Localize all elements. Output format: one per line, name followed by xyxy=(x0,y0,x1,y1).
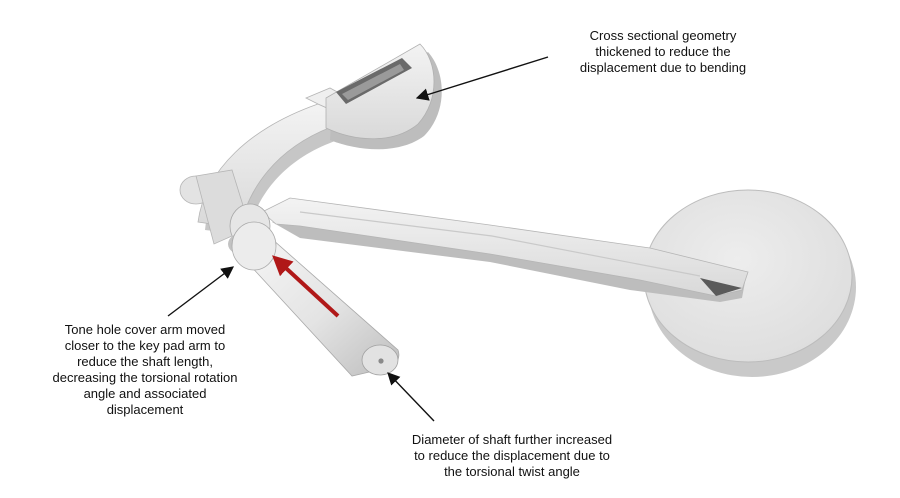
leader-arrow-bending xyxy=(415,56,549,101)
callout-bending-line: displacement due to bending xyxy=(579,60,747,75)
key-pad-arm-tip xyxy=(700,278,742,296)
callout-bending-line: Cross sectional geometry xyxy=(589,28,737,43)
callout-tone-hole-line: displacement xyxy=(106,402,184,417)
shaft-collar xyxy=(231,221,277,271)
callout-shaft-line: Diameter of shaft further increased xyxy=(411,432,613,447)
callout-tone-hole-line: Tone hole cover arm moved xyxy=(64,322,226,337)
cup-slot-inner xyxy=(342,64,404,100)
shaft-length-arrow xyxy=(272,255,340,318)
callout-tone-hole-line: angle and associated xyxy=(83,386,207,401)
callout-tone-hole: Tone hole cover arm moved closer to the … xyxy=(20,322,270,418)
key-pad-arm xyxy=(261,197,749,302)
callout-bending: Cross sectional geometry thickened to re… xyxy=(548,28,778,76)
callout-bending-line: thickened to reduce the xyxy=(595,44,731,59)
key-pad-arm-groove xyxy=(299,211,701,277)
key-pad xyxy=(643,189,856,377)
callout-shaft: Diameter of shaft further increased to r… xyxy=(372,432,652,480)
leader-arrow-tone-hole xyxy=(167,266,235,317)
callout-tone-hole-line: reduce the shaft length, xyxy=(77,354,213,369)
shaft-end-hole xyxy=(378,358,384,364)
callout-tone-hole-line: closer to the key pad arm to xyxy=(64,338,226,353)
callout-shaft-line: the torsional twist angle xyxy=(444,464,580,479)
callout-tone-hole-line: decreasing the torsional rotation xyxy=(52,370,238,385)
callout-shaft-line: to reduce the displacement due to xyxy=(414,448,610,463)
leader-arrow-shaft xyxy=(387,372,435,422)
